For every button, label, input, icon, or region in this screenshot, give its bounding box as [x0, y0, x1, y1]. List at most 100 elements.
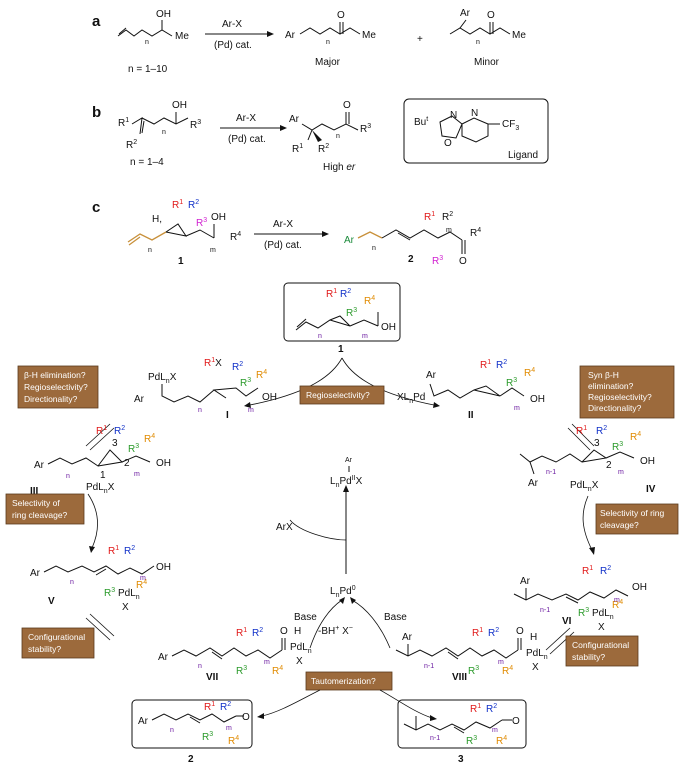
- question-left-mid-0: Selectivity of: [12, 498, 60, 508]
- ligand-n-pyr: N: [471, 108, 478, 119]
- ligand-o-atom: O: [444, 138, 452, 149]
- panel-a-minor-label: Minor: [474, 57, 500, 68]
- svg-text:R3: R3: [202, 731, 213, 743]
- panel-b-prod-r3: R3: [360, 123, 371, 135]
- svg-text:R1: R1: [582, 565, 593, 577]
- svg-text:R3: R3: [468, 665, 479, 677]
- panel-c-cyclopropane: [165, 223, 215, 239]
- panel-b-label: b: [92, 104, 101, 121]
- label-V: V: [48, 596, 55, 607]
- panel-a: a OH Me n Ar-X (Pd) cat. n = 1–10 Ar O M…: [92, 8, 526, 75]
- question-left-top-box: [17, 365, 99, 409]
- svg-text:R4: R4: [364, 295, 375, 307]
- svg-text:R2: R2: [124, 545, 135, 557]
- svg-text:Ar: Ar: [158, 652, 169, 663]
- reagent-arx: ArX: [276, 522, 293, 533]
- panel-c-prod-ar: Ar: [344, 235, 355, 246]
- svg-text:R2: R2: [486, 703, 497, 715]
- svg-text:3: 3: [594, 438, 600, 449]
- svg-text:Ar: Ar: [138, 716, 149, 727]
- panel-c-prod-r3: R3: [432, 255, 443, 267]
- label-I: I: [226, 410, 229, 421]
- svg-text:O: O: [512, 716, 520, 727]
- label-VI: VI: [562, 616, 572, 627]
- svg-text:R4: R4: [136, 579, 147, 591]
- label-IV: IV: [646, 484, 656, 495]
- panel-a-n: n: [145, 39, 149, 46]
- svg-text:PdLnX: PdLnX: [86, 482, 115, 495]
- panel-a-me: Me: [175, 31, 189, 42]
- svg-text:OH: OH: [156, 458, 171, 469]
- panel-c-cond-bottom: (Pd) cat.: [264, 240, 302, 251]
- reagent-bh: -BH+ X−: [318, 625, 353, 637]
- panel-c: c H, R1 R2 R3 OH R4 n m 1 Ar-X (Pd) cat.…: [92, 199, 481, 267]
- panel-c-oh: OH: [211, 212, 226, 223]
- svg-text:XLnPd: XLnPd: [397, 392, 425, 405]
- svg-text:Ar: Ar: [520, 576, 531, 587]
- question-bottom: Tautomerization?: [311, 676, 376, 686]
- svg-text:R3: R3: [506, 377, 517, 389]
- panel-c-h: H,: [152, 214, 162, 225]
- question-left-mid-box: [5, 493, 85, 525]
- panel-c-prod-r4: R4: [470, 227, 481, 239]
- panel-a-oh: OH: [156, 9, 171, 20]
- svg-text:Ar: Ar: [34, 460, 45, 471]
- svg-text:R4: R4: [272, 665, 283, 677]
- panel-a-minor-me: Me: [512, 30, 526, 41]
- panel-b-prod-n: n: [336, 133, 340, 140]
- svg-text:R4: R4: [496, 735, 507, 747]
- panel-b: b R1 R2 OH R3 n n = 1–4 Ar-X (Pd) cat. A…: [92, 98, 549, 173]
- panel-b-cond-bottom: (Pd) cat.: [228, 134, 266, 145]
- question-center: Regioselectivity?: [306, 390, 370, 400]
- svg-text:R3: R3: [466, 735, 477, 747]
- panel-c-tether: [127, 231, 167, 243]
- svg-text:R1: R1: [108, 545, 119, 557]
- panel-c-number-1: 1: [178, 256, 184, 267]
- svg-text:R4: R4: [612, 599, 623, 611]
- svg-text:R2: R2: [114, 425, 125, 437]
- svg-text:O: O: [337, 10, 345, 21]
- question-right-low-1: stability?: [572, 652, 605, 662]
- svg-text:R3: R3: [128, 443, 139, 455]
- svg-text:R4: R4: [144, 433, 155, 445]
- svg-text:R2: R2: [496, 359, 507, 371]
- question-right-top-box: [579, 365, 675, 419]
- question-left-mid-1: ring cleavage?: [12, 510, 68, 520]
- svg-text:OH: OH: [632, 582, 647, 593]
- ligand-box: [403, 98, 549, 164]
- svg-text:R2: R2: [596, 425, 607, 437]
- svg-text:O: O: [459, 256, 467, 267]
- svg-text:X: X: [598, 622, 605, 633]
- panel-c-m: m: [210, 247, 216, 254]
- svg-text:n: n: [170, 727, 174, 734]
- question-right-mid-1: cleavage?: [600, 520, 639, 530]
- intermediate-III: Ar R1 R2 3 2 1 R3 R4 OH PdLnX n m III: [30, 425, 171, 497]
- label-III: III: [30, 486, 39, 497]
- svg-text:PdLn: PdLn: [118, 588, 140, 601]
- svg-text:R1: R1: [576, 425, 587, 437]
- svg-text:OH: OH: [640, 456, 655, 467]
- question-right-top-0: Syn β-H: [588, 370, 619, 380]
- ligand-label: Ligand: [508, 150, 538, 161]
- svg-text:R1: R1: [236, 627, 247, 639]
- svg-text:R1: R1: [472, 627, 483, 639]
- intermediate-V: Ar R1 R2 OH R3 PdLn R4 X n m V: [30, 545, 171, 613]
- svg-text:2: 2: [606, 460, 612, 471]
- panel-c-prod-r1: R1: [424, 211, 435, 223]
- svg-text:PdLnX: PdLnX: [148, 372, 177, 385]
- svg-text:n: n: [198, 663, 202, 670]
- svg-text:R2: R2: [232, 361, 243, 373]
- panel-c-prod-chain: [381, 229, 463, 241]
- panel-c-r1: R1: [172, 199, 183, 211]
- svg-text:R4: R4: [228, 735, 239, 747]
- svg-text:X: X: [296, 656, 303, 667]
- svg-text:n-1: n-1: [430, 735, 440, 742]
- svg-text:m: m: [618, 469, 624, 476]
- panel-a-minor-ar: Ar: [460, 8, 471, 19]
- panel-a-major-n: n: [326, 39, 330, 46]
- question-left-top-2: Directionality?: [24, 394, 78, 404]
- question-right-top-3: Directionality?: [588, 403, 642, 413]
- svg-text:n-1: n-1: [540, 607, 550, 614]
- panel-b-cond-top: Ar-X: [236, 113, 256, 124]
